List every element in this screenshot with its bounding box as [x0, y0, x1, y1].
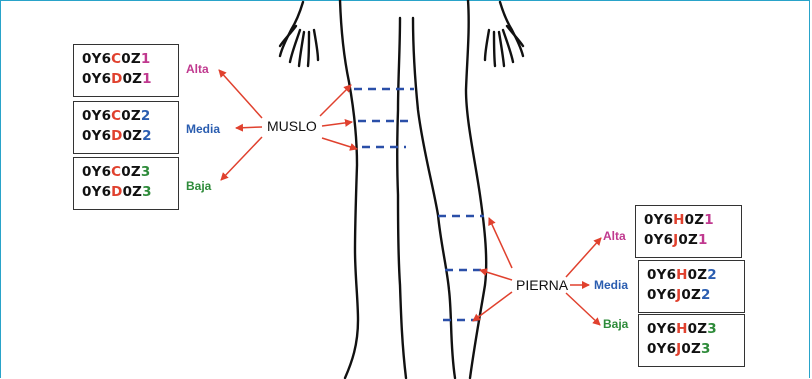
thigh-low-arrow — [322, 138, 357, 149]
leg-baja-label: Baja — [603, 317, 628, 331]
thigh-alta-code-box: 0Y6C0Z1 0Y6D0Z1 — [73, 44, 179, 97]
thigh-baja-label: Baja — [186, 179, 211, 193]
thigh-alta-label: Alta — [186, 62, 209, 76]
leg-media-code-box: 0Y6H0Z2 0Y6J0Z2 — [638, 260, 745, 313]
thigh-baja-code-box: 0Y6C0Z3 0Y6D0Z3 — [73, 157, 179, 210]
leg-to-baja-arrow — [566, 293, 600, 325]
leg-low-arrow — [473, 292, 512, 321]
leg-label: PIERNA — [516, 277, 568, 293]
leg-baja-code-box: 0Y6H0Z3 0Y6J0Z3 — [638, 314, 745, 367]
code-line: 0Y6H0Z3 — [647, 319, 744, 339]
leg-high-arrow — [489, 218, 512, 268]
leg-to-alta-arrow — [566, 238, 601, 277]
thigh-media-code-box: 0Y6C0Z2 0Y6D0Z2 — [73, 101, 179, 154]
thigh-label: MUSLO — [267, 118, 317, 134]
thigh-media-label: Media — [186, 122, 220, 136]
code-line: 0Y6C0Z3 — [82, 162, 178, 182]
code-line: 0Y6C0Z1 — [82, 49, 178, 69]
code-line: 0Y6H0Z1 — [644, 210, 741, 230]
code-line: 0Y6H0Z2 — [647, 265, 744, 285]
thigh-to-alta-arrow — [219, 70, 262, 118]
leg-alta-code-box: 0Y6H0Z1 0Y6J0Z1 — [635, 205, 742, 258]
code-line: 0Y6D0Z2 — [82, 126, 178, 146]
body-outline — [280, 0, 523, 378]
code-line: 0Y6J0Z2 — [647, 285, 744, 305]
leg-media-label: Media — [594, 278, 628, 292]
code-line: 0Y6J0Z3 — [647, 339, 744, 359]
thigh-to-baja-arrow — [221, 137, 262, 180]
thigh-high-arrow — [320, 85, 351, 116]
code-line: 0Y6D0Z3 — [82, 182, 178, 202]
code-line: 0Y6C0Z2 — [82, 106, 178, 126]
thigh-to-media-arrow — [236, 127, 262, 128]
code-line: 0Y6D0Z1 — [82, 69, 178, 89]
code-line: 0Y6J0Z1 — [644, 230, 741, 250]
thigh-mid-arrow — [322, 122, 352, 126]
leg-alta-label: Alta — [603, 229, 626, 243]
